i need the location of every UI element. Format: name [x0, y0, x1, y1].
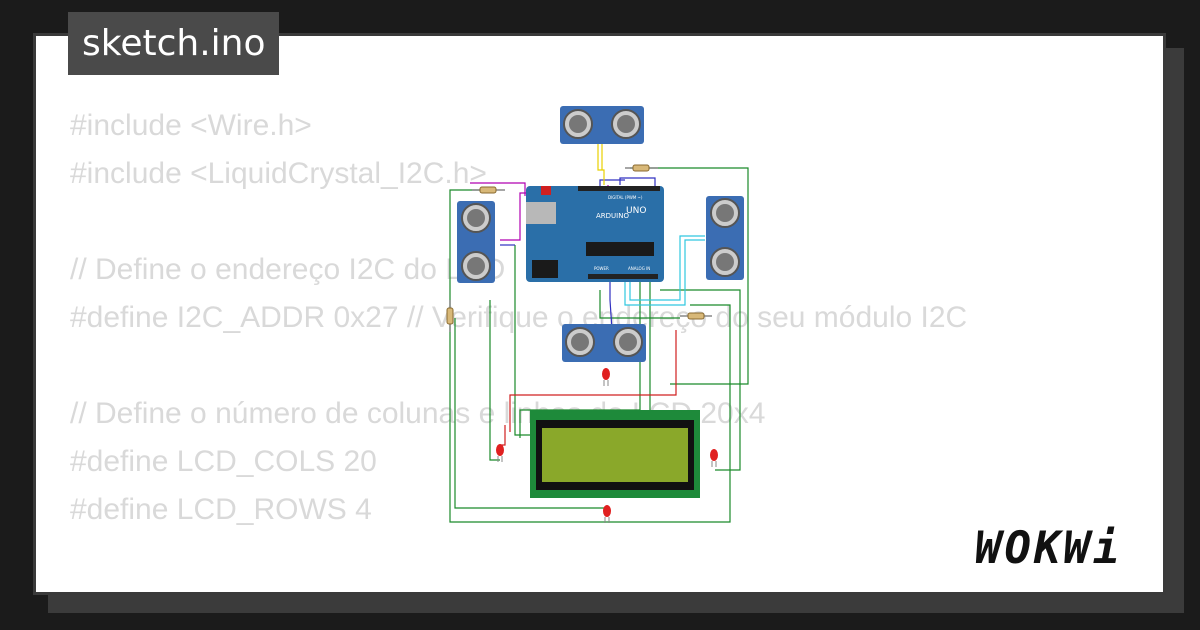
led-1 [602, 368, 610, 386]
arduino-uno-board: ARDUINO UNO DIGITAL (PWM ~) POWER ANALOG… [526, 186, 664, 282]
file-title-tag: sketch.ino [68, 12, 280, 75]
led-2 [496, 444, 504, 462]
ultrasonic-sensor-top [560, 106, 644, 144]
code-line: // Define o endereço I2C do LCD [70, 253, 506, 286]
ultrasonic-sensor-bottom [562, 324, 646, 362]
code-line: #define LCD_ROWS 4 [70, 493, 372, 526]
wokwi-logo: WOKWi [975, 523, 1123, 574]
code-line: #include <LiquidCrystal_I2C.h> [70, 157, 487, 190]
arduino-header-label: DIGITAL (PWM ~) [608, 195, 643, 200]
lcd-20x4-display [530, 410, 700, 498]
arduino-brand-label: ARDUINO [596, 212, 629, 220]
ultrasonic-sensor-left [457, 201, 495, 283]
code-line: #define LCD_COLS 20 [70, 445, 377, 478]
resistor-4 [680, 312, 712, 320]
led-3 [710, 449, 718, 467]
resistor-3 [446, 300, 454, 332]
code-preview: #include <Wire.h> #include <LiquidCrystal… [70, 102, 982, 592]
led-4 [603, 505, 611, 523]
ultrasonic-sensor-right [706, 196, 744, 280]
code-line: #include <Wire.h> [70, 109, 312, 142]
arduino-power-label: POWER [594, 266, 609, 271]
code-line: // Inicializa o LCD com o endereço I2C e… [70, 582, 982, 592]
resistor-1 [472, 186, 505, 194]
resistor-2 [625, 164, 658, 172]
arduino-analog-label: ANALOG IN [628, 266, 650, 271]
arduino-model-label: UNO [626, 206, 646, 216]
